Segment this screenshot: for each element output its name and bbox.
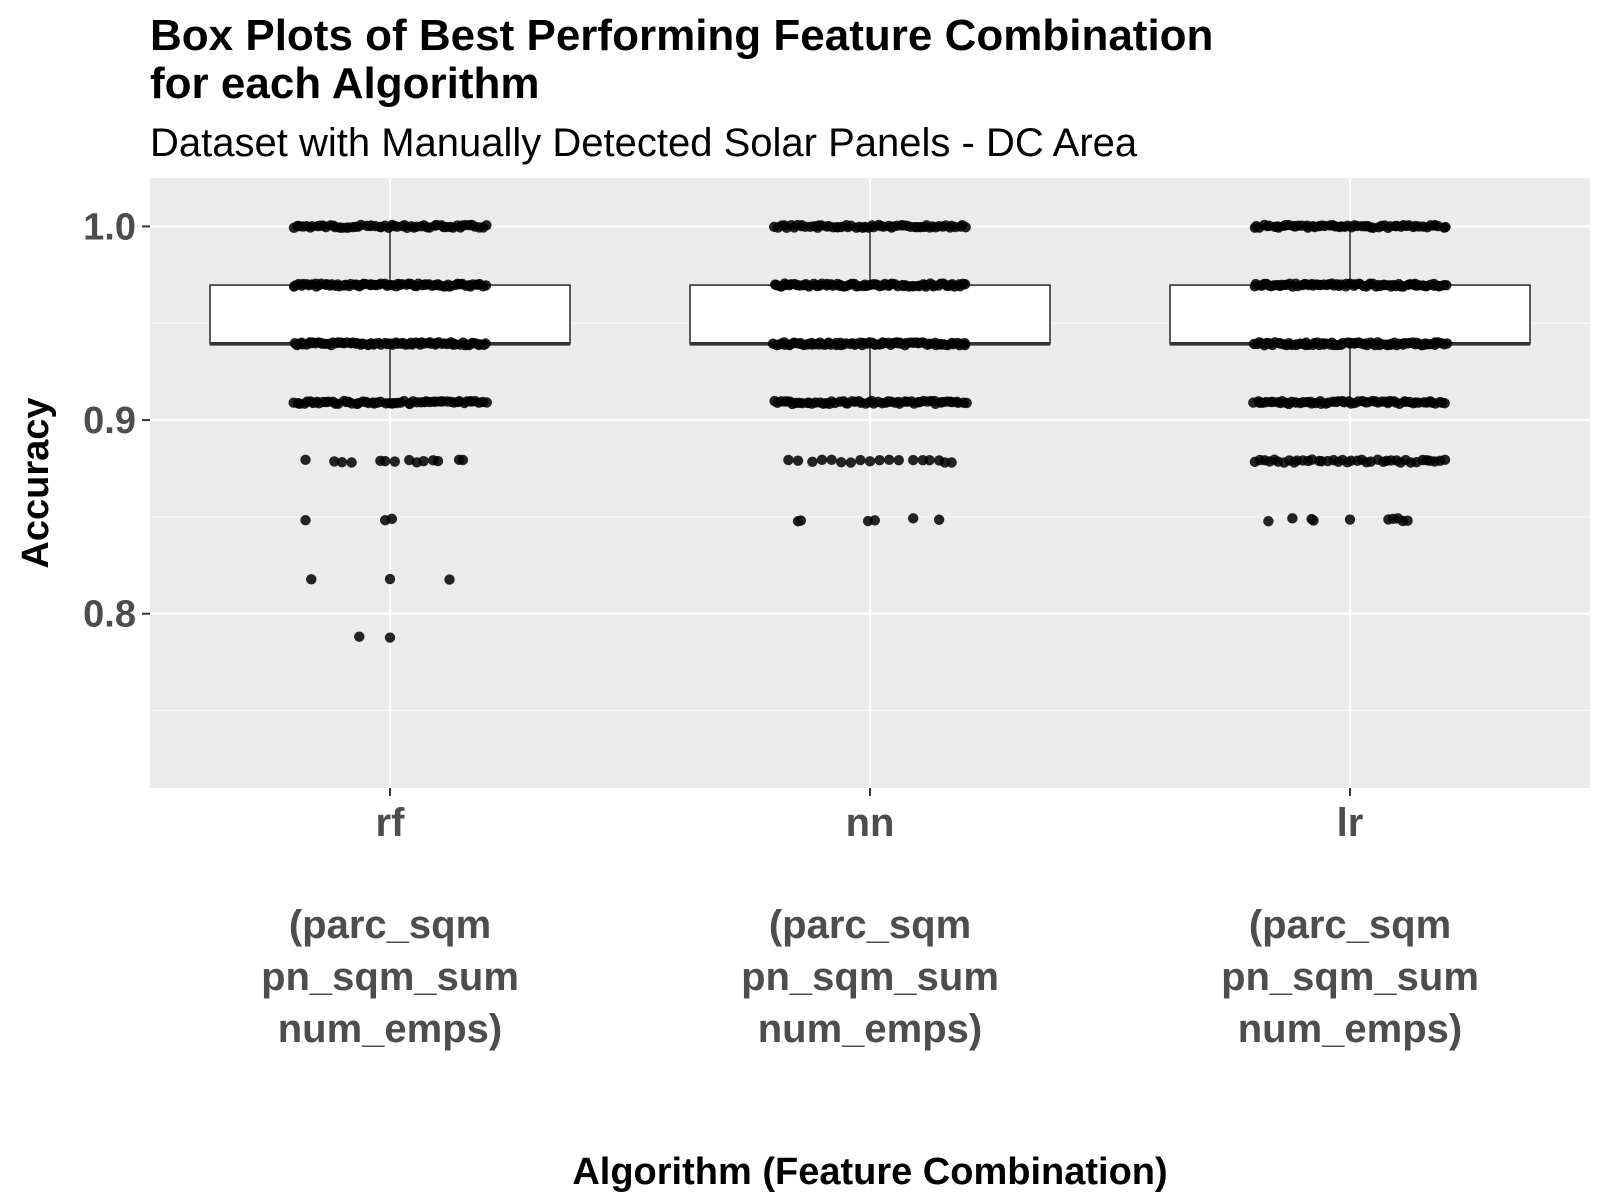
x-tick-label-line [1344,851,1355,895]
box-lr [1169,226,1531,403]
data-point [845,457,856,468]
data-point [306,574,317,585]
x-tick-label-lr: lr (parc_sqm pn_sqm_sum num_emps) [1221,801,1479,1051]
data-point [1402,515,1413,526]
x-tick-label-line: (parc_sqm [1249,903,1451,947]
y-tick-label: 0.8 [83,594,136,636]
points-lr [1248,219,1453,527]
data-point [959,338,971,349]
data-point [386,513,398,525]
chart-title-line-1: Box Plots of Best Performing Feature Com… [150,11,1214,60]
y-tick-label: 0.9 [83,400,136,442]
data-point [1308,515,1319,526]
x-tick-label-line: pn_sqm_sum [1221,955,1479,999]
data-point [481,220,492,231]
chart-subtitle: Dataset with Manually Detected Solar Pan… [150,121,1138,165]
data-point [924,454,935,466]
boxes [209,226,1531,403]
x-tick-label-line: pn_sqm_sum [261,955,519,999]
data-point [908,454,919,466]
data-point [329,456,340,467]
data-point [1263,516,1274,527]
chart-title-line-2: for each Algorithm [150,59,540,108]
points-nn [767,219,972,527]
data-point [946,457,957,468]
box-iqr [1169,284,1531,345]
data-point [336,456,348,468]
data-point [908,513,919,524]
data-point [783,454,794,466]
data-point [1344,514,1356,525]
data-point [869,515,880,526]
data-point [418,456,429,467]
data-point [836,457,847,468]
data-point [444,574,455,585]
x-tick-label-line: nn [846,801,895,845]
y-tick-label: 1.0 [83,206,136,248]
data-point [816,454,828,466]
x-tick-label-line: pn_sqm_sum [741,955,999,999]
data-point [961,397,972,409]
data-point [300,454,311,466]
data-point [300,515,311,526]
x-tick-label-line: num_emps) [278,1007,503,1051]
data-point [959,279,971,290]
x-tick-label-line: num_emps) [758,1007,983,1051]
data-point [1287,513,1298,524]
data-point [380,455,391,467]
data-point [480,338,491,349]
x-axis-title: Algorithm (Feature Combination) [572,1151,1167,1193]
data-point [884,454,895,465]
data-point [1439,398,1450,409]
data-point [933,514,945,525]
data-point [346,457,357,468]
box-iqr [689,284,1051,345]
x-tick-label-line [384,851,395,895]
chart-title: Box Plots of Best Performing Feature Com… [150,12,1530,108]
data-point [354,631,365,642]
data-point [795,515,807,526]
data-point [960,222,971,233]
box-iqr [209,284,571,345]
data-point [855,454,866,466]
data-point [457,454,469,466]
y-axis-title: Accuracy [15,397,57,568]
data-point [864,456,876,467]
box-rf [209,226,571,403]
data-point [807,456,818,467]
data-point [893,455,904,466]
data-point [480,280,492,291]
box-nn [689,226,1051,403]
x-tick-label-line [864,851,875,895]
data-point [432,455,444,467]
data-point [481,397,492,408]
data-point [389,456,400,467]
data-point [826,454,837,465]
data-point [792,455,804,466]
data-point [1440,221,1451,233]
x-tick-label-line: (parc_sqm [769,903,971,947]
x-tick-label-line: rf [376,801,406,845]
x-tick-label-nn: nn (parc_sqm pn_sqm_sum num_emps) [741,801,999,1051]
x-tick-label-line: lr [1337,801,1364,845]
data-point [874,454,885,466]
y-axis: 0.8 0.9 1.0 [83,206,150,636]
data-point [1441,279,1452,291]
x-tick-label-line: num_emps) [1238,1007,1463,1051]
x-tick-label-line: (parc_sqm [289,903,491,947]
data-point [384,632,396,643]
data-point [384,573,396,585]
data-point [1441,338,1453,349]
x-tick-label-rf: rf (parc_sqm pn_sqm_sum num_emps) [261,801,519,1051]
data-point [1439,454,1451,466]
points-rf [288,219,492,643]
data-points [288,219,1453,643]
